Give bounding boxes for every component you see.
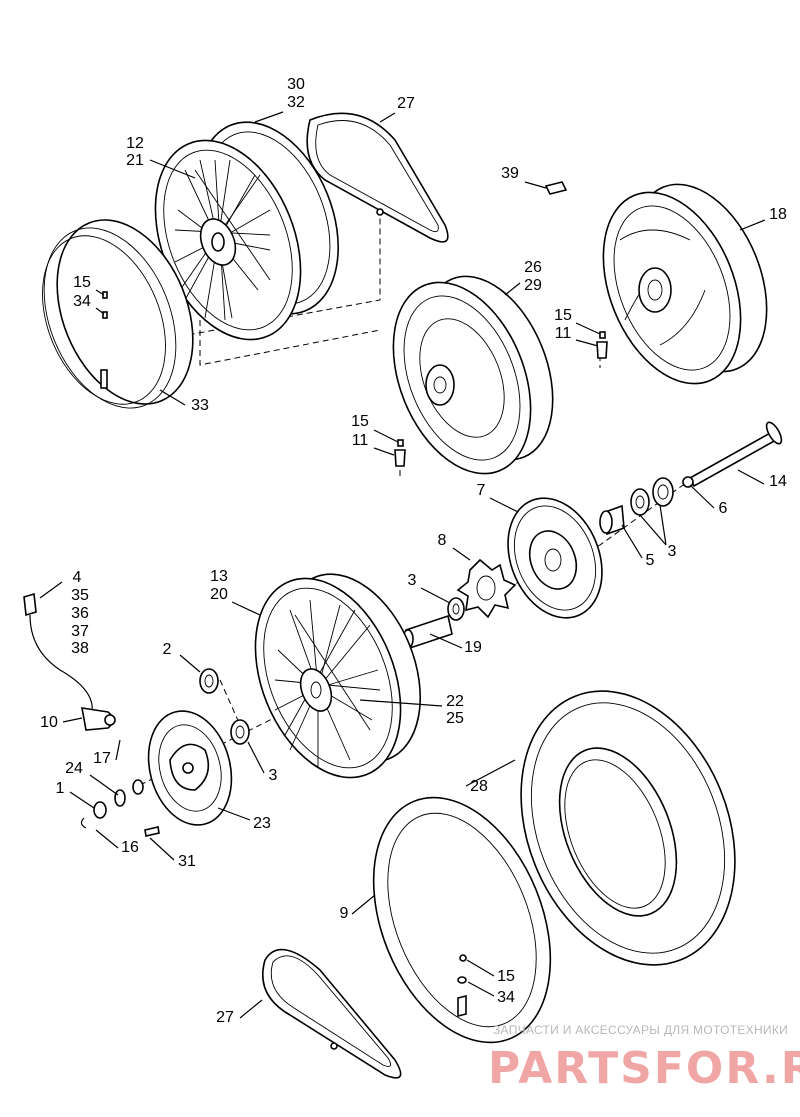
callout-c5: 5 [646, 552, 655, 569]
callout-c2: 2 [163, 641, 172, 658]
callout-c16: 16 [121, 839, 139, 856]
valve-stems [102, 291, 608, 467]
callout-c23: 23 [253, 815, 271, 832]
callout-c3c: 3 [269, 767, 278, 784]
callout-c21: 21 [126, 152, 144, 169]
callout-c38: 38 [71, 640, 89, 657]
part-39-block [544, 181, 568, 195]
callout-c37: 37 [71, 623, 89, 640]
sprocket-7 [507, 497, 603, 619]
callout-c15c: 15 [351, 413, 369, 430]
callout-c8: 8 [438, 532, 447, 549]
callout-c22: 22 [446, 693, 464, 710]
callout-c24: 24 [65, 760, 83, 777]
callout-c28: 28 [470, 778, 488, 795]
axle-14 [682, 421, 783, 488]
front-bearings [199, 668, 250, 745]
inner-tube-9 [372, 796, 552, 1044]
callout-c31: 31 [178, 853, 196, 870]
callout-c35: 35 [71, 587, 89, 604]
callout-c13: 13 [210, 568, 228, 585]
watermark: ЗАПЧАСТИ И АКСЕССУАРЫ ДЛЯ МОТОТЕХНИКИ PA… [488, 1023, 800, 1094]
callout-c7: 7 [477, 482, 486, 499]
callout-c1: 1 [56, 780, 65, 797]
rim-strip-27-upper [306, 112, 449, 243]
watermark-subtitle: ЗАПЧАСТИ И АКСЕССУАРЫ ДЛЯ МОТОТЕХНИКИ [493, 1023, 788, 1037]
spoke-wheel-upper [154, 121, 339, 341]
callout-c9: 9 [340, 905, 349, 922]
rim-band-33 [42, 219, 194, 409]
callout-c27a: 27 [397, 95, 415, 112]
bearing-stack [599, 477, 674, 536]
callout-c33: 33 [191, 397, 209, 414]
callout-c20: 20 [210, 586, 228, 603]
callout-c32: 32 [287, 94, 305, 111]
spacer-19 [402, 597, 465, 650]
callout-c4: 4 [73, 569, 82, 586]
watermark-brand-logo: PARTSFOR.RU [488, 1043, 800, 1094]
callout-c34a: 34 [73, 293, 91, 310]
callout-c14: 14 [769, 473, 787, 490]
callout-c15a: 15 [73, 274, 91, 291]
callout-c25: 25 [446, 710, 464, 727]
speed-sensor-4 [23, 592, 116, 731]
callout-c11a: 11 [555, 325, 572, 342]
callout-c15b: 15 [554, 307, 572, 324]
callout-c11b: 11 [352, 432, 369, 449]
cast-wheel-18 [602, 183, 768, 385]
callout-c18: 18 [769, 206, 787, 223]
callout-c36: 36 [71, 605, 89, 622]
cush-drive-8 [456, 558, 517, 619]
laced-wheel-26 [392, 275, 554, 475]
callout-c6: 6 [719, 500, 728, 517]
callout-c29: 29 [524, 277, 542, 294]
spoke-wheel-front [254, 573, 422, 779]
callout-c26: 26 [524, 259, 542, 276]
callout-c34b: 34 [497, 989, 515, 1006]
callout-c39: 39 [501, 165, 519, 182]
callout-c30: 30 [287, 76, 305, 93]
callout-c15d: 15 [497, 968, 515, 985]
callout-c19: 19 [464, 639, 482, 656]
brake-disc-23 [147, 710, 233, 826]
rim-strip-27-lower [261, 948, 402, 1079]
callout-c3b: 3 [408, 572, 417, 589]
callout-c27b: 27 [216, 1009, 234, 1026]
callout-c12: 12 [126, 135, 144, 152]
tire-28 [520, 690, 736, 966]
callout-c10: 10 [40, 714, 58, 731]
leader-lines [39, 111, 766, 1019]
callout-c17: 17 [93, 750, 111, 767]
small-hardware [80, 779, 160, 837]
callout-c3a: 3 [668, 543, 677, 560]
